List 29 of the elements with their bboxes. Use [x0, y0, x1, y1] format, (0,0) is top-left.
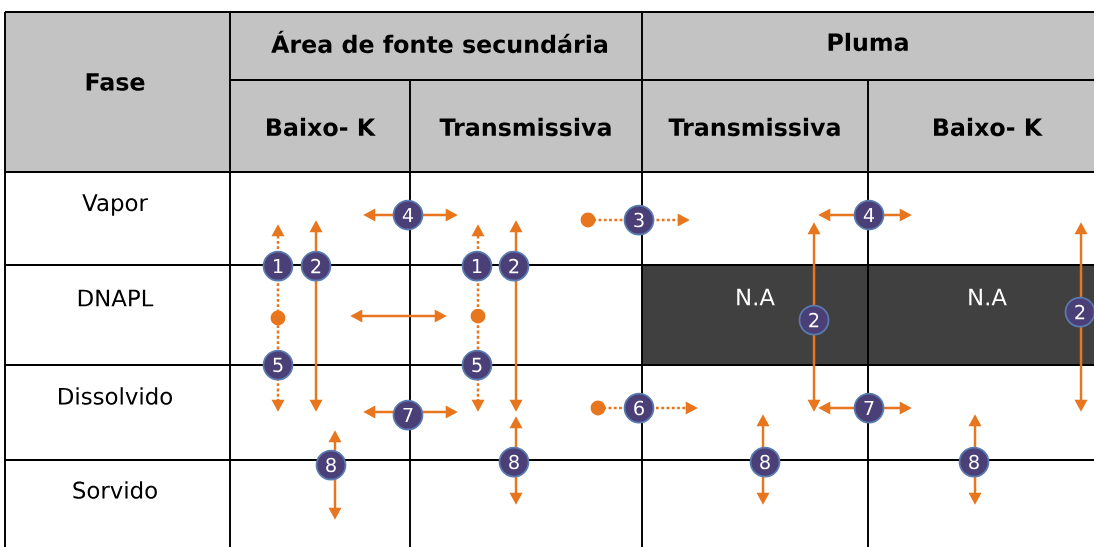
callout-number: 2	[798, 304, 830, 336]
column-header: Transmissiva	[439, 117, 611, 137]
callout-number: 7	[853, 392, 885, 424]
column-header: Área de fonte secundária	[271, 30, 608, 54]
callout-number: 5	[262, 349, 294, 381]
phase-header: Fase	[86, 73, 145, 91]
callout-number: 2	[498, 250, 530, 282]
column-header: Transmissiva	[668, 117, 840, 137]
callout-number: 8	[958, 446, 990, 478]
row-label: Vapor	[82, 194, 148, 216]
column-header: Baixo- K	[934, 117, 1043, 137]
callout-number: 8	[315, 449, 347, 481]
callout-number: 4	[853, 199, 885, 231]
row-label: DNAPL	[78, 289, 154, 307]
callout-number: 8	[749, 446, 781, 478]
row-label: Dissolvido	[59, 387, 172, 405]
column-header: Pluma	[828, 32, 908, 52]
callout-number: 1	[461, 250, 493, 282]
callout-number: 3	[623, 204, 655, 236]
callout-number: 5	[461, 349, 493, 381]
row-label: Sorvido	[73, 481, 157, 499]
callout-number: 1	[262, 250, 294, 282]
callout-number: 6	[623, 392, 655, 424]
column-header: Baixo- K	[267, 117, 376, 137]
callout-number: 8	[498, 446, 530, 478]
callout-number: 7	[392, 399, 424, 431]
callout-number: 4	[392, 199, 424, 231]
callout-number: 2	[300, 250, 332, 282]
callout-number: 2	[1064, 296, 1094, 328]
